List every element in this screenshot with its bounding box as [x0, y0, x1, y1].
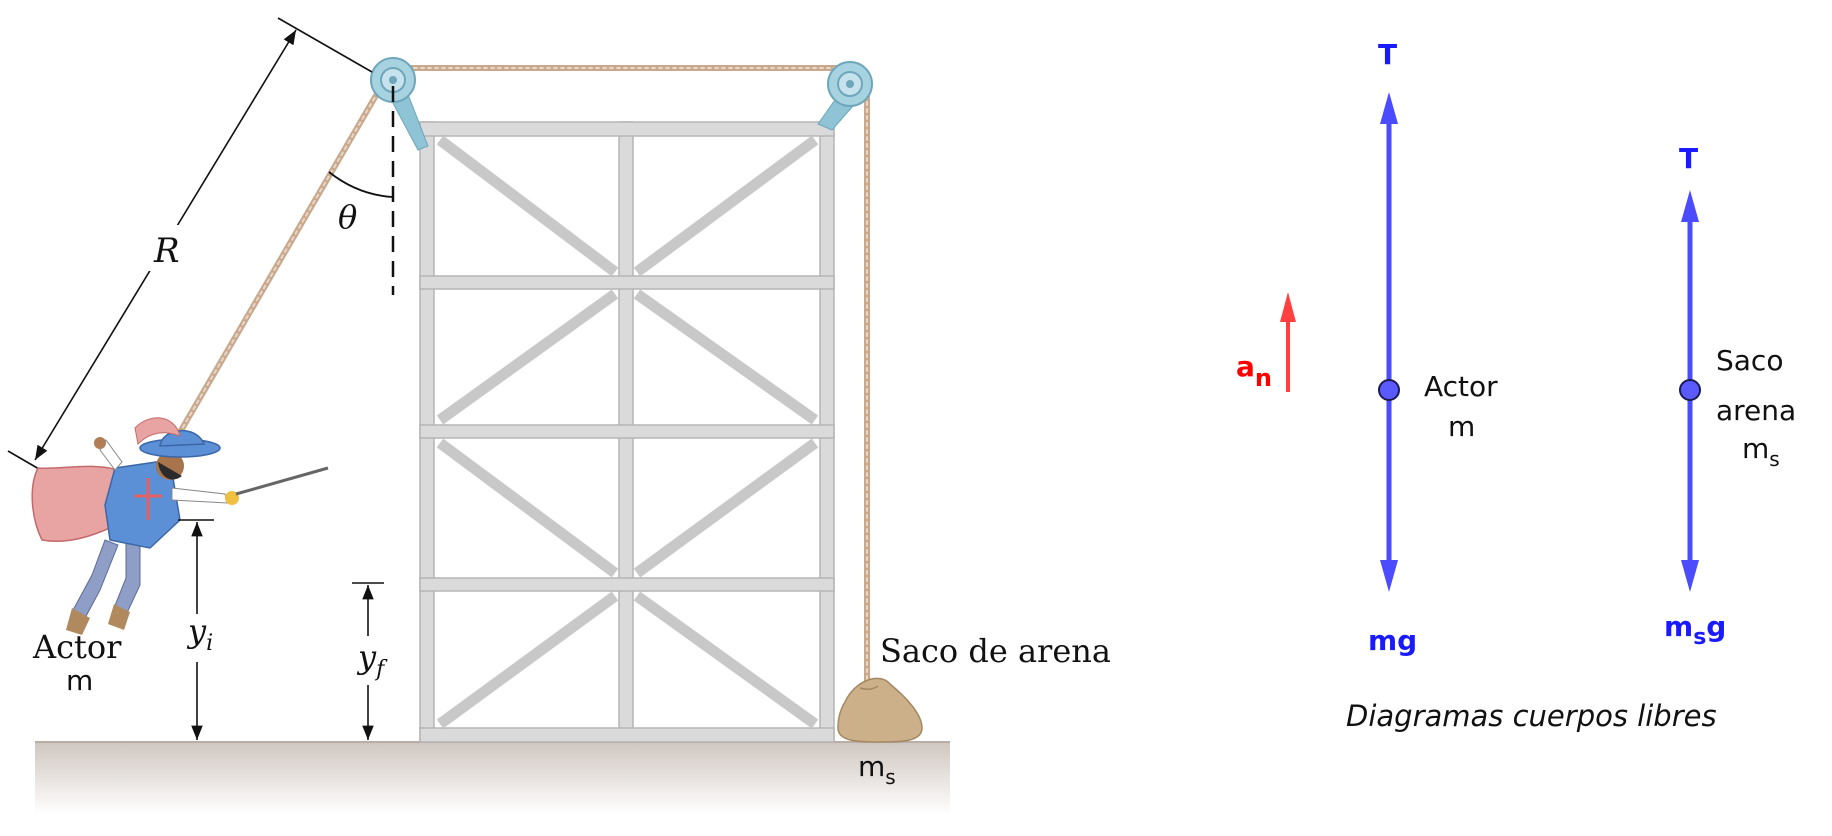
pulley-left — [370, 57, 416, 103]
sandbag-mass-label: ms — [858, 750, 896, 789]
fbd-actor-weight-arrowhead — [1380, 560, 1398, 592]
fbd-actor-tension-label: T — [1378, 38, 1397, 71]
sandbag-label: Saco de arena — [880, 632, 1111, 670]
fbd-sandbag-weight-arrowhead — [1681, 560, 1699, 592]
fbd-sandbag-tension-label: T — [1679, 142, 1698, 175]
yi-dimension — [178, 519, 214, 740]
fbd-sandbag: T msg Saco arena ms — [1664, 142, 1796, 650]
pulley-right — [827, 61, 873, 107]
yi-label: yi — [186, 612, 213, 656]
fbd-acceleration: an — [1236, 292, 1296, 392]
yf-dimension — [352, 582, 384, 740]
fbd-sandbag-point — [1679, 379, 1701, 401]
actor-mass-label: m — [66, 664, 93, 697]
tower-frame — [419, 121, 835, 743]
fbd-actor-point — [1378, 379, 1400, 401]
accel-arrowhead — [1280, 292, 1296, 322]
actor-label: Actor — [32, 628, 122, 666]
theta-arc — [328, 171, 394, 198]
fbd-sandbag-mass: ms — [1742, 432, 1780, 471]
actor-figure — [31, 417, 329, 635]
fbd-actor: T mg Actor m — [1368, 38, 1498, 657]
fbd-actor-label: Actor — [1424, 370, 1498, 403]
theta-label: θ — [338, 198, 357, 236]
fbd-actor-mass: m — [1448, 410, 1475, 443]
accel-label: an — [1236, 350, 1272, 392]
sandbag — [837, 677, 923, 743]
fbd-sandbag-label-line1: Saco — [1716, 344, 1783, 377]
fbd-sandbag-label-line2: arena — [1716, 394, 1796, 427]
ground — [35, 741, 950, 814]
fbd-actor-weight-label: mg — [1368, 624, 1417, 657]
fbd-sandbag-tension-arrowhead — [1681, 190, 1699, 222]
fbd-caption: Diagramas cuerpos libres — [1346, 699, 1717, 733]
fbd-actor-tension-arrowhead — [1380, 92, 1398, 124]
yf-label: yf — [356, 638, 388, 682]
r-label: R — [153, 231, 180, 271]
fbd-sandbag-weight-label: msg — [1664, 610, 1726, 650]
